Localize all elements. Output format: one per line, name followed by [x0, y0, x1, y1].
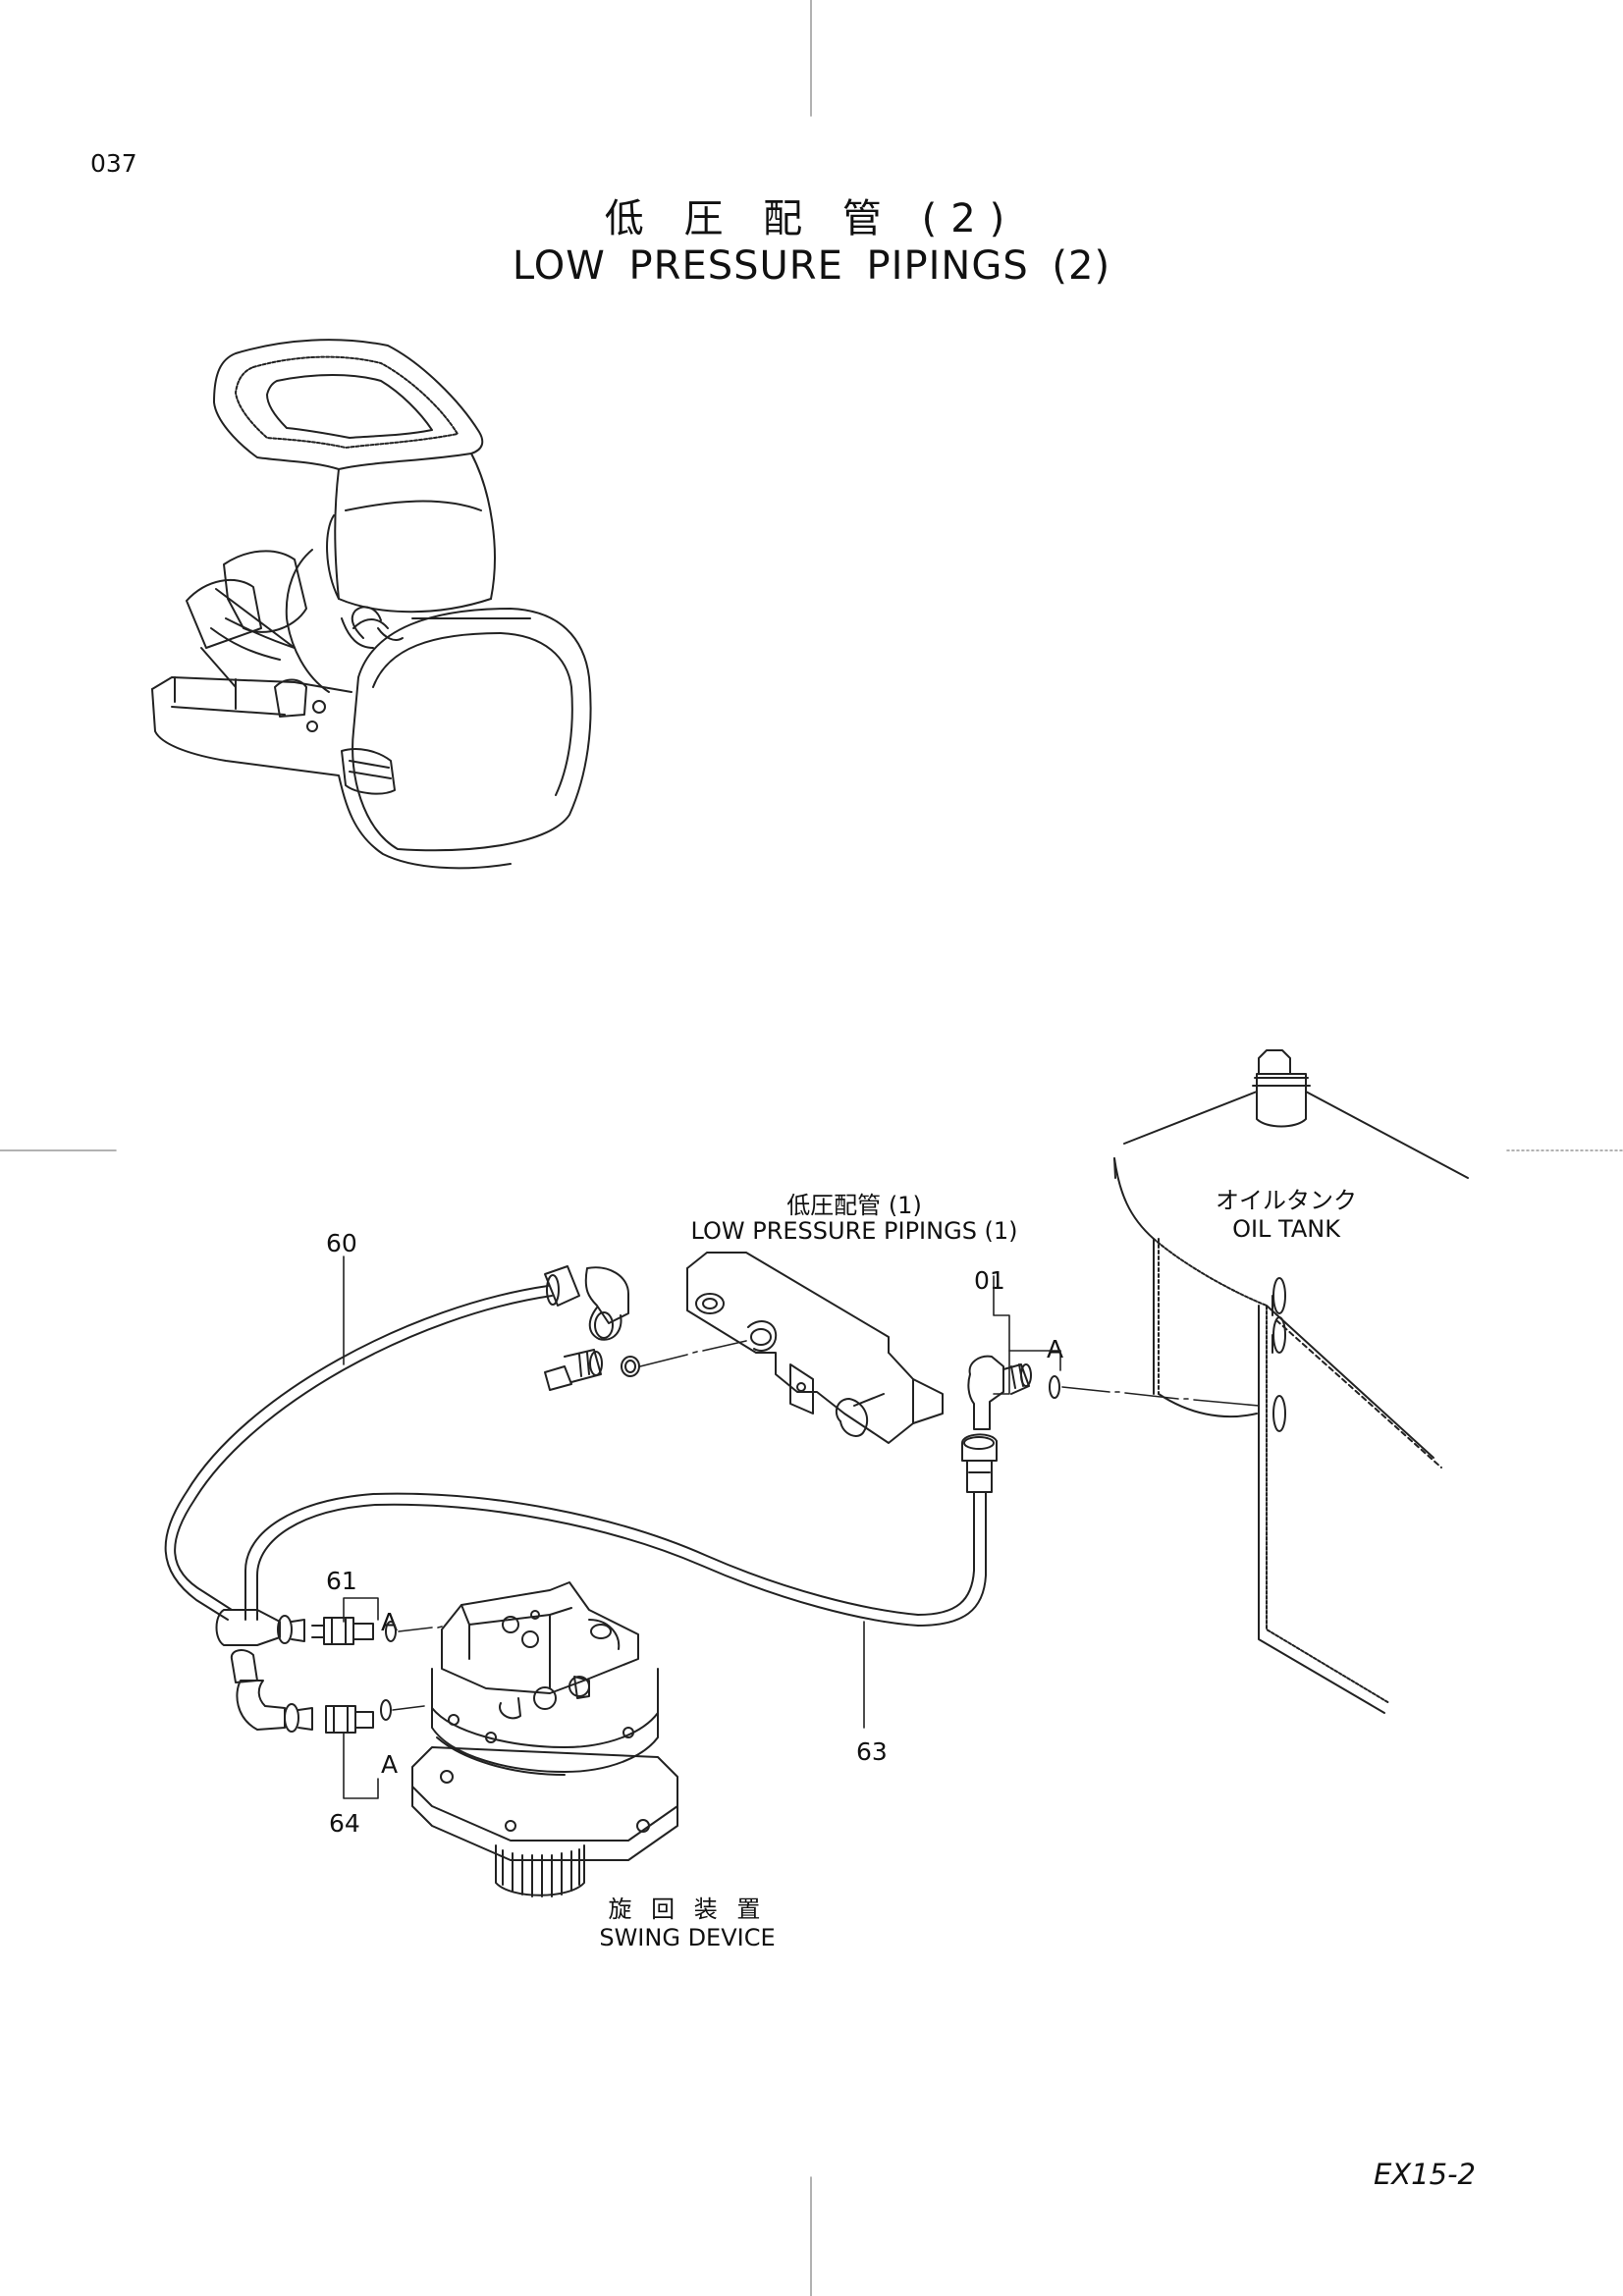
connectors-61-64: [215, 1597, 443, 1799]
manifold-block: [686, 1252, 944, 1444]
machine-overview-illustration: [151, 339, 592, 870]
oil-tank-illustration: [1113, 1049, 1469, 1714]
page-number: 037: [90, 149, 137, 178]
page-title-english: LOW PRESSURE PIPINGS (2): [512, 243, 1111, 289]
callout-01: 01: [974, 1266, 1005, 1295]
oil-tank-label-jp: オイルタンク: [1216, 1187, 1357, 1214]
hose-60: [164, 1255, 747, 1621]
hose-63: [244, 1491, 987, 1729]
elbow-01: [961, 1275, 1260, 1493]
callout-64: 64: [329, 1809, 360, 1838]
callout-60: 60: [326, 1229, 357, 1257]
model-code: EX15-2: [1373, 2158, 1476, 2191]
callout-63: 63: [856, 1737, 888, 1766]
swing-device-label-en: SWING DEVICE: [599, 1924, 776, 1951]
callout-detail-a-tank: A: [1047, 1335, 1064, 1363]
low-pressure-pipings-1-label-jp: 低圧配管 (1): [786, 1192, 922, 1219]
swing-device-illustration: [411, 1581, 678, 1897]
callout-61: 61: [326, 1567, 357, 1595]
swing-device-label-jp: 旋 回 装 置: [608, 1896, 767, 1923]
callout-detail-a-lower: A: [381, 1750, 399, 1779]
oil-tank-label-en: OIL TANK: [1232, 1215, 1340, 1243]
page-title-japanese: 低 圧 配 管 (2): [604, 196, 1019, 241]
low-pressure-pipings-1-label-en: LOW PRESSURE PIPINGS (1): [690, 1217, 1018, 1245]
